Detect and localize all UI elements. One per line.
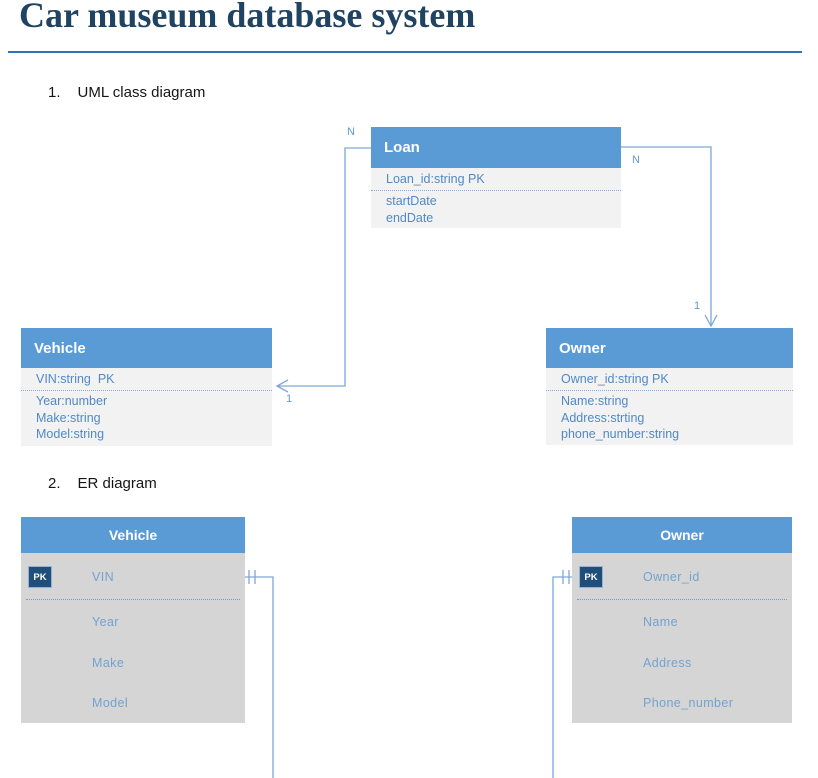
- er-attribute-pk: VIN: [92, 570, 114, 584]
- uml-class-body: Owner_id:string PK Name:string Address:s…: [546, 368, 793, 445]
- uml-association-loan-owner-arrowhead: [705, 315, 717, 326]
- uml-association-loan-owner: [621, 147, 711, 325]
- er-entity-body: PK VIN Year Make Model: [21, 553, 245, 723]
- er-attribute: Model: [92, 696, 128, 710]
- uml-association-loan-vehicle-arrowhead: [277, 380, 288, 392]
- er-attribute: Phone_number: [643, 696, 733, 710]
- uml-attribute-pk: Loan_id:string PK: [371, 168, 621, 191]
- multiplicity-label-1: 1: [694, 300, 700, 312]
- er-relationship-vehicle-line: [245, 577, 273, 778]
- uml-attribute: Year:number: [21, 393, 272, 410]
- uml-attribute: Model:string: [21, 426, 272, 443]
- uml-attribute: endDate: [371, 210, 621, 227]
- pk-separator: [26, 599, 240, 600]
- uml-attribute: phone_number:string: [546, 426, 793, 443]
- uml-class-vehicle: Vehicle VIN:string PK Year:number Make:s…: [21, 328, 272, 446]
- er-attribute: Address: [643, 656, 692, 670]
- uml-attribute-pk: VIN:string PK: [21, 368, 272, 391]
- title-underline: [8, 51, 802, 53]
- section-label: UML class diagram: [78, 84, 206, 101]
- er-entity-body: PK Owner_id Name Address Phone_number: [572, 553, 792, 723]
- er-attribute: Make: [92, 656, 124, 670]
- er-attribute-pk: Owner_id: [643, 570, 700, 584]
- uml-attribute-pk: Owner_id:string PK: [546, 368, 793, 391]
- pk-separator: [577, 599, 787, 600]
- uml-class-title: Owner: [546, 328, 793, 368]
- multiplicity-label-n: N: [347, 126, 355, 138]
- section-label: ER diagram: [78, 475, 157, 492]
- er-entity-vehicle: Vehicle PK VIN Year Make Model: [21, 517, 245, 723]
- uml-class-owner: Owner Owner_id:string PK Name:string Add…: [546, 328, 793, 445]
- page-title: Car museum database system: [19, 0, 475, 36]
- uml-class-loan: Loan Loan_id:string PK startDate endDate: [371, 127, 621, 228]
- uml-class-body: VIN:string PK Year:number Make:string Mo…: [21, 368, 272, 446]
- uml-class-title: Loan: [371, 127, 621, 168]
- section-number: 1.: [48, 84, 61, 101]
- uml-attribute: Make:string: [21, 410, 272, 427]
- er-entity-title: Owner: [572, 517, 792, 553]
- er-entity-title: Vehicle: [21, 517, 245, 553]
- multiplicity-label-1: 1: [286, 393, 292, 405]
- uml-attribute: Address:strting: [546, 410, 793, 427]
- section-number: 2.: [48, 475, 61, 492]
- uml-association-loan-vehicle: [277, 148, 371, 386]
- section-heading-er: 2. ER diagram: [48, 475, 157, 492]
- er-entity-owner: Owner PK Owner_id Name Address Phone_num…: [572, 517, 792, 723]
- primary-key-badge: PK: [579, 566, 603, 588]
- multiplicity-label-n: N: [632, 154, 640, 166]
- primary-key-badge: PK: [28, 566, 52, 588]
- er-attribute: Year: [92, 615, 119, 629]
- er-attribute: Name: [643, 615, 678, 629]
- uml-attribute: Name:string: [546, 393, 793, 410]
- uml-attribute: startDate: [371, 193, 621, 210]
- uml-class-body: Loan_id:string PK startDate endDate: [371, 168, 621, 228]
- section-heading-uml: 1. UML class diagram: [48, 84, 205, 101]
- uml-class-title: Vehicle: [21, 328, 272, 368]
